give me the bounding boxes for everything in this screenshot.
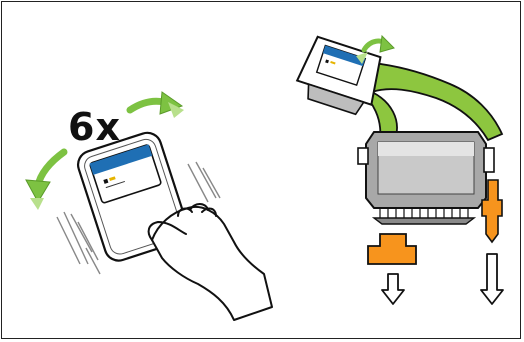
hand: [149, 204, 272, 320]
shake-count-label: 6x: [68, 108, 121, 146]
ribbon-cable: [358, 62, 502, 140]
printhead: [358, 132, 494, 224]
top-cartridge: [293, 35, 386, 118]
orange-cap: [368, 234, 416, 264]
printhead-scene: [293, 35, 503, 304]
shaking-cartridge-scene: [26, 92, 272, 320]
